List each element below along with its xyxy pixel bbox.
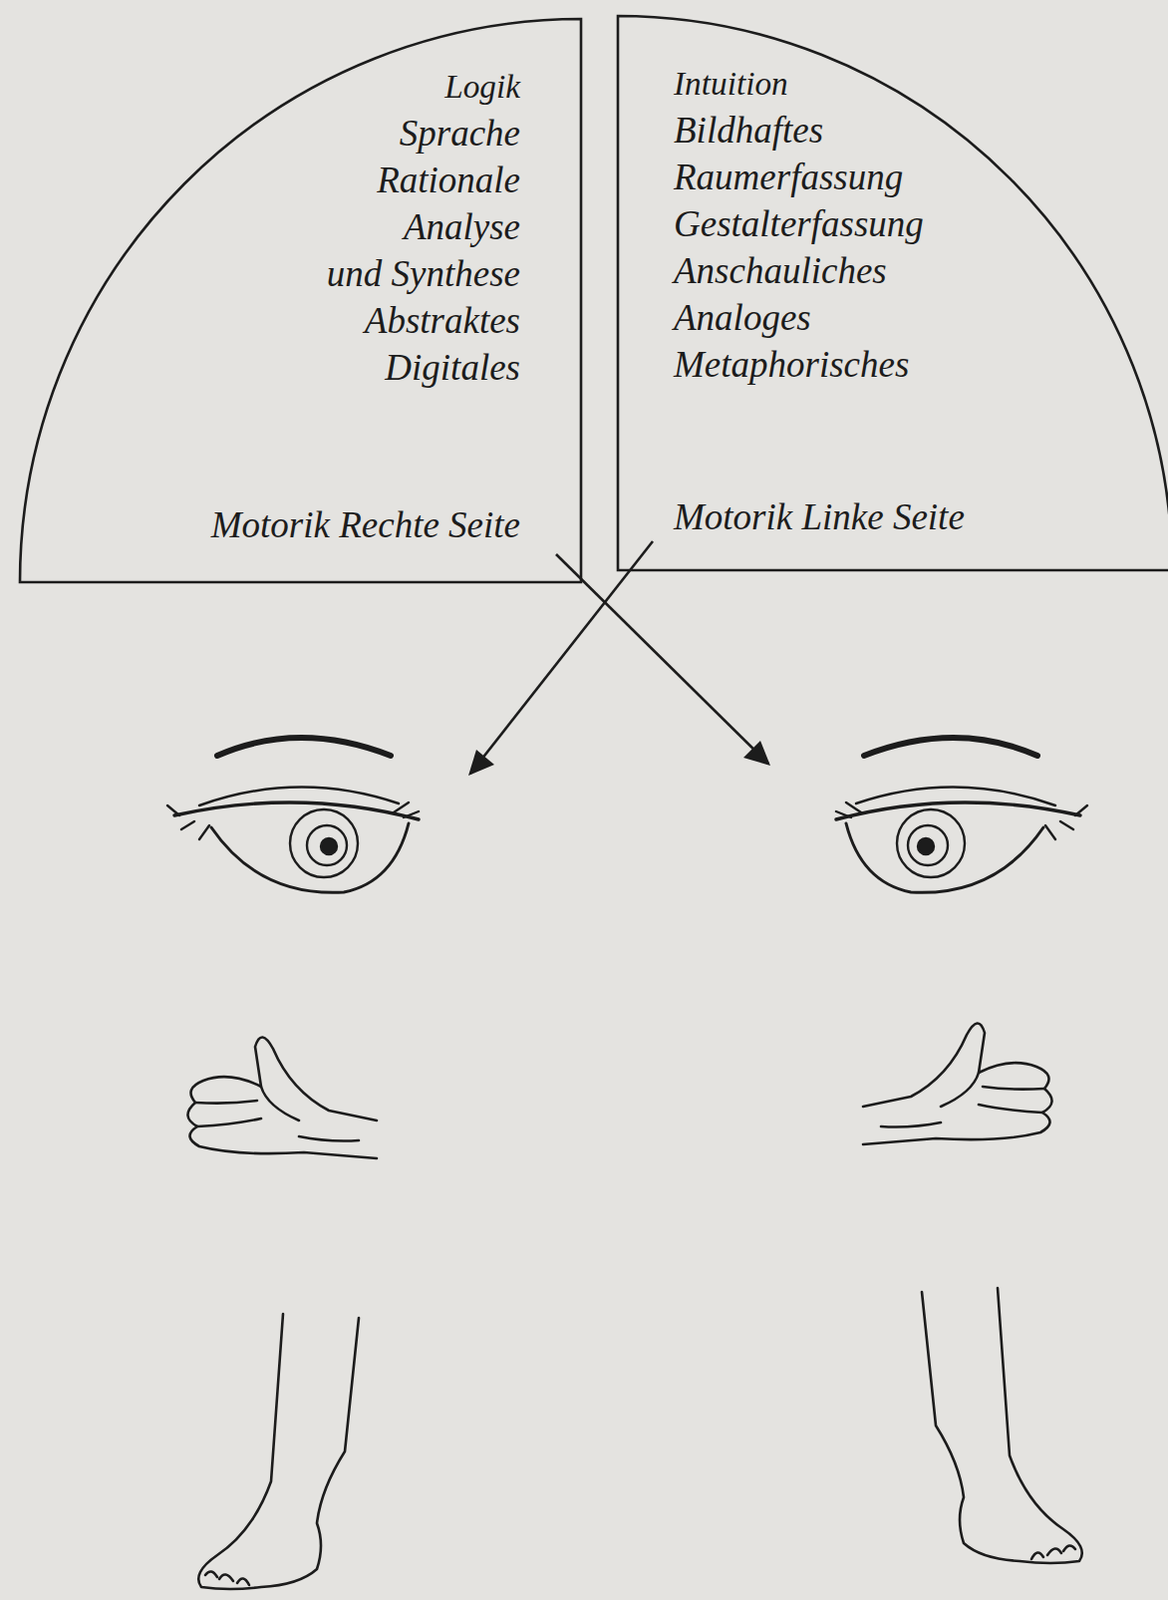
function-label: Logik — [326, 62, 521, 110]
motor-label: Motorik Rechte Seite — [211, 503, 521, 548]
eye — [167, 737, 419, 892]
arrow-line — [470, 541, 653, 774]
hand-outline — [187, 1036, 377, 1159]
hemisphere-quadrant: LogikSpracheRationaleAnalyseund Synthese… — [18, 17, 583, 584]
pupil — [320, 838, 337, 855]
function-list: IntuitionBildhaftesRaumerfassungGestalte… — [673, 59, 924, 388]
function-label: Raumerfassung — [673, 153, 924, 201]
arrow-line — [556, 554, 769, 764]
iris — [306, 825, 347, 866]
foot — [198, 1313, 359, 1589]
function-label: und Synthese — [326, 250, 521, 297]
function-label: Analyse — [326, 203, 521, 251]
function-label: Digitales — [326, 343, 521, 391]
function-label: Rationale — [326, 156, 521, 204]
crossing-arrows — [468, 541, 771, 776]
eye — [836, 737, 1088, 892]
quadrant-outline — [19, 18, 582, 583]
leg-outline — [198, 1313, 359, 1589]
function-label: Analoges — [673, 293, 924, 341]
quadrant-outline — [617, 15, 1168, 571]
eyebrow — [217, 737, 391, 756]
eyelashes — [167, 802, 419, 840]
iris — [290, 809, 358, 877]
hemisphere-quadrant: IntuitionBildhaftesRaumerfassungGestalte… — [616, 14, 1168, 572]
finger-lines — [195, 1086, 359, 1142]
function-label: Abstraktes — [326, 296, 521, 344]
arrow-head — [468, 749, 495, 776]
toes — [205, 1570, 250, 1585]
function-label: Sprache — [326, 109, 521, 157]
function-label: Gestalterfassung — [673, 200, 924, 248]
function-list: LogikSpracheRationaleAnalyseund Synthese… — [326, 62, 521, 391]
eye-outline — [174, 802, 419, 820]
function-label: Metaphorisches — [673, 340, 924, 388]
function-label: Anschauliches — [673, 247, 924, 294]
function-label: Bildhaftes — [673, 106, 924, 154]
hand — [187, 1036, 377, 1159]
hand — [863, 1022, 1053, 1145]
arrow-head — [743, 740, 771, 766]
eye-outline — [211, 823, 409, 892]
foot — [921, 1287, 1083, 1563]
motor-label: Motorik Linke Seite — [673, 495, 965, 540]
function-label: Intuition — [673, 59, 924, 107]
